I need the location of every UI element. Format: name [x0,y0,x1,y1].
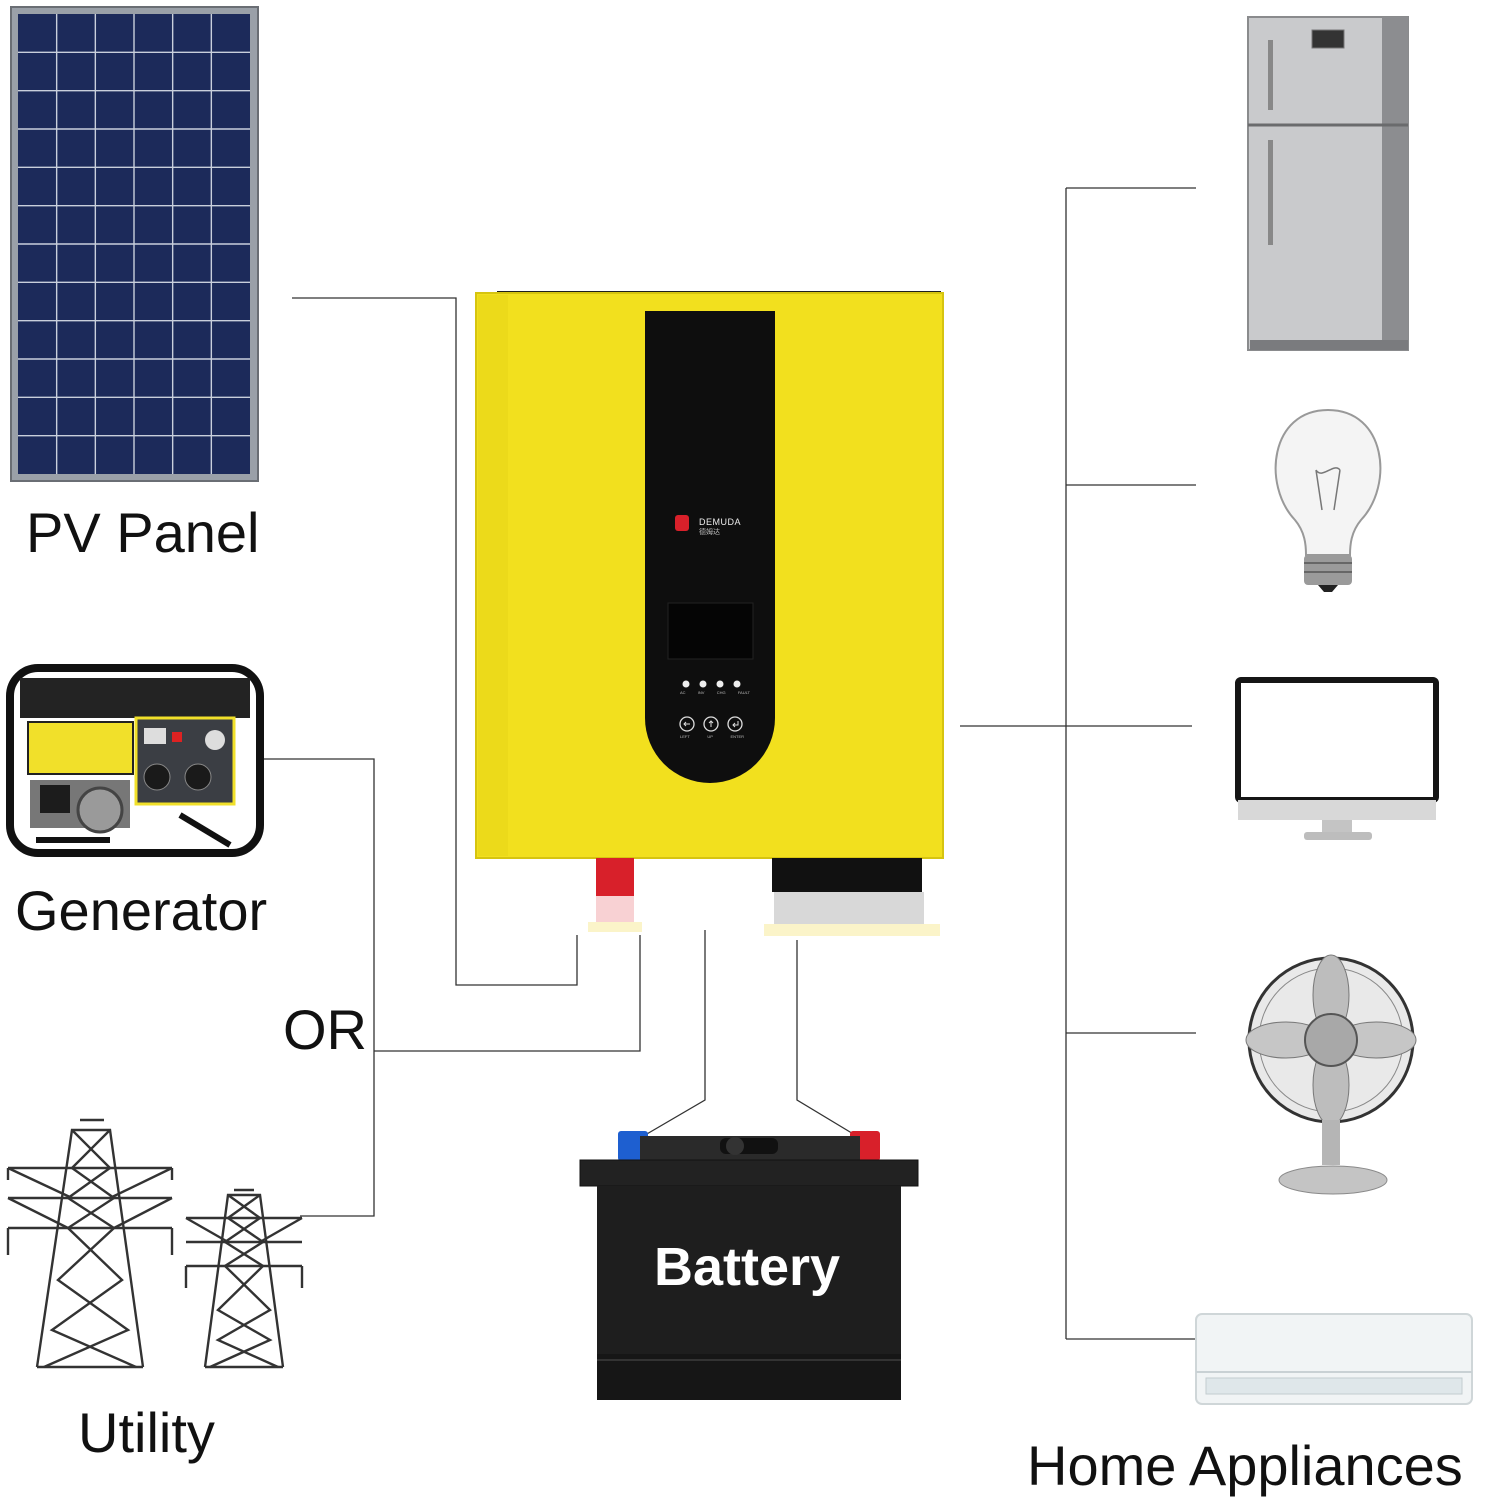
up-arrow-icon [703,716,719,732]
battery-positive-wire [796,940,861,1139]
left-arrow-icon [679,716,695,732]
or-label: OR [283,998,367,1061]
battery-terminal-block [772,858,922,892]
utility-label: Utility [78,1401,215,1464]
computer-monitor-icon [1235,677,1439,840]
button-left[interactable]: LEFT [680,734,690,739]
home-appliances-label: Home Appliances [1027,1434,1463,1497]
pv-panel-label: PV Panel [26,501,260,564]
refrigerator-icon [1247,16,1409,351]
electric-fan-icon [1245,954,1417,1195]
pv-wire [292,297,578,986]
indicator-fault: FAULT [737,690,750,695]
indicator-chg: CHG [716,690,726,695]
brand-name: DEMUDA [699,517,742,527]
ac-input-terminal [596,858,634,896]
light-bulb-icon [1274,408,1382,592]
battery-label: Battery [654,1237,841,1297]
indicator-inv: INV [697,690,705,695]
generator-utility-wire [258,758,375,1217]
button-enter[interactable]: ENTER [730,734,744,739]
brand-logo-icon [675,515,689,531]
indicator-ac: AC [680,690,686,695]
brand-sub: 德姆达 [699,529,720,536]
enter-icon [727,716,743,732]
battery-negative-wire [639,930,706,1139]
lcd-screen [667,602,754,660]
button-up[interactable]: UP [707,734,713,739]
generator-label: Generator [15,879,268,942]
indicator-labels: AC INV CHG FAULT [680,690,750,695]
inverter-front-panel [645,311,775,783]
ac-input-wire [374,935,641,1052]
air-conditioner-icon [1195,1313,1473,1405]
button-labels: LEFT UP ENTER [680,734,744,739]
